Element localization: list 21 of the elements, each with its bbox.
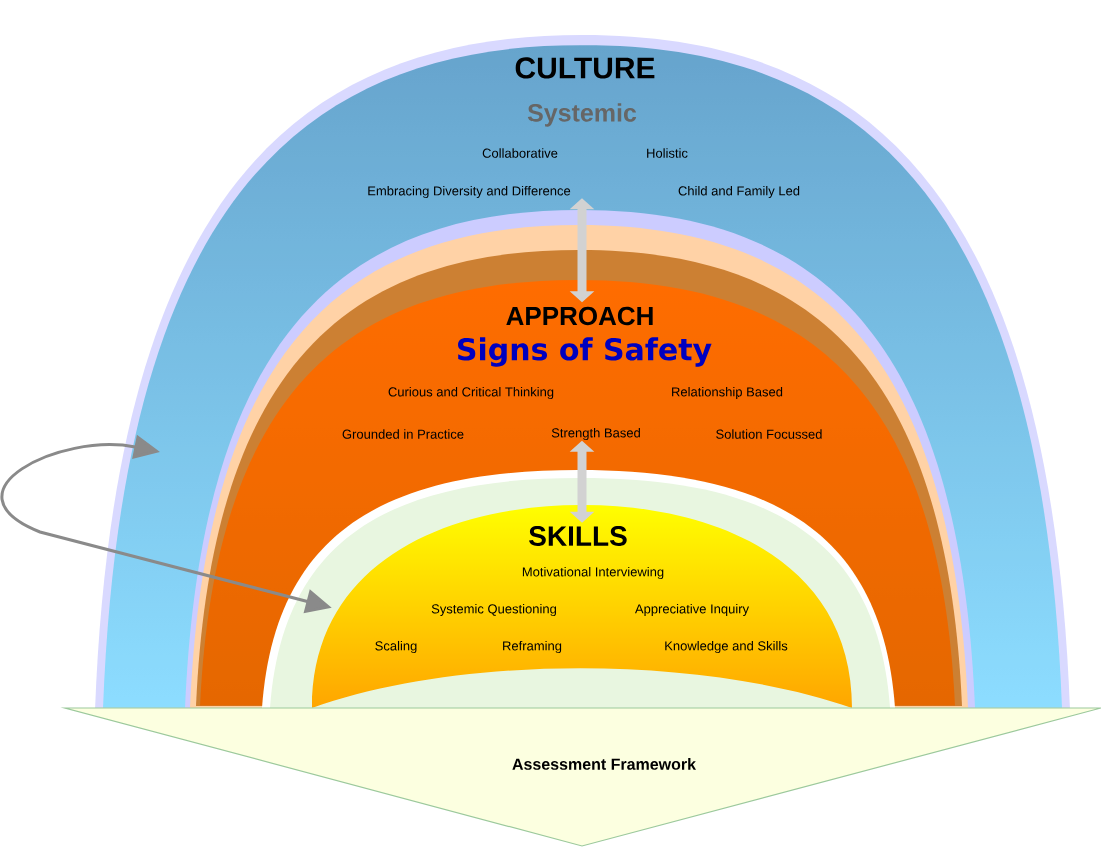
layer-heading: CULTURE: [515, 57, 655, 79]
item-text: Knowledge and Skills: [665, 640, 788, 654]
item-text: Systemic Questioning: [431, 603, 556, 617]
item-text: Appreciative Inquiry: [634, 603, 750, 617]
layer-heading: Assessment Framework: [512, 758, 696, 770]
item-text: Relationship Based: [672, 386, 783, 400]
item-text: Scaling: [375, 640, 417, 654]
item-text: Reframing: [503, 640, 562, 654]
item-text: Child and Family Led: [678, 185, 800, 199]
item-text: Solution Focussed: [716, 429, 822, 439]
item-text: Curious and Critical Thinking: [388, 386, 554, 400]
item-text: Motivational Interviewing: [522, 566, 664, 580]
item-text: Collaborative: [482, 148, 558, 158]
layer-subheading: Systemic: [527, 103, 637, 127]
layer-heading: SKILLS: [529, 526, 627, 546]
item-text: Grounded in Practice: [342, 429, 464, 439]
layer-subheading: Signs of Safety: [458, 337, 712, 367]
item-text: Strength Based: [551, 427, 640, 441]
item-text: Holistic: [647, 148, 688, 158]
layer-heading: APPROACH: [506, 306, 653, 326]
item-text: Embracing Diversity and Difference: [368, 185, 571, 199]
